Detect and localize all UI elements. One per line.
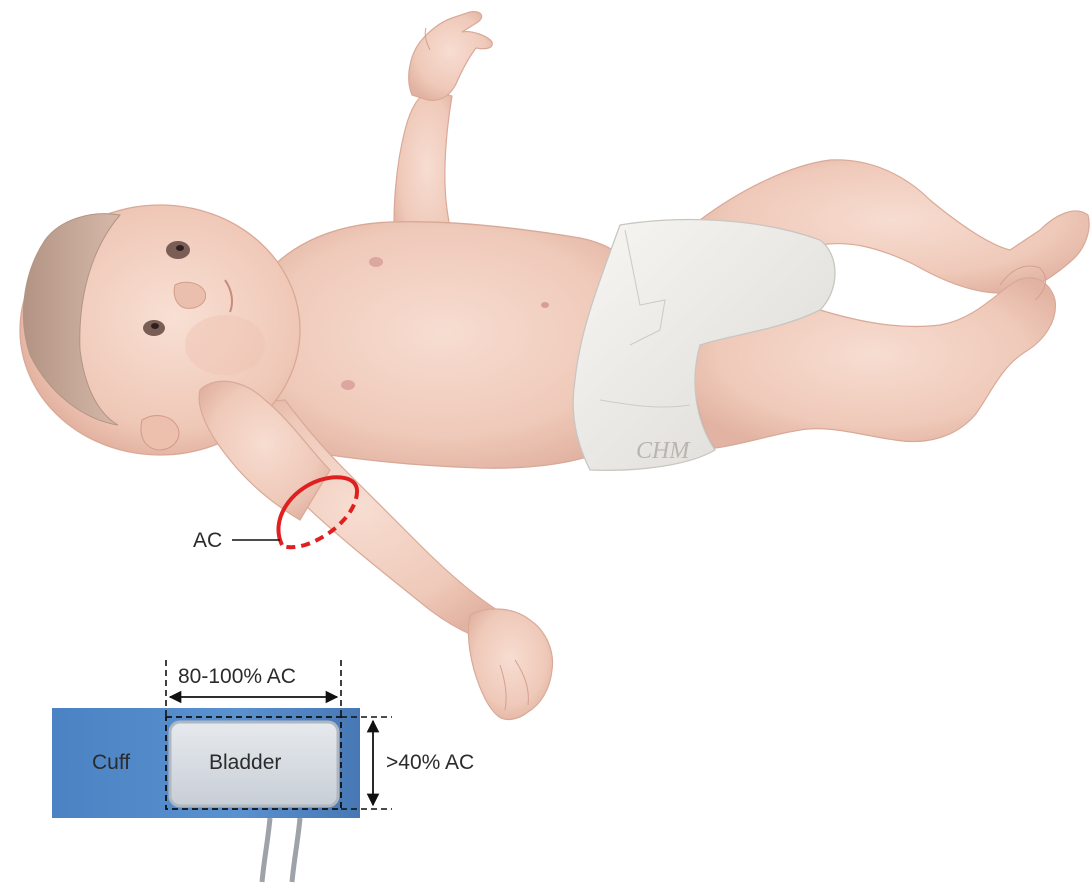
cuff-diagram: Cuff Bladder 80-100% AC >40% AC	[52, 660, 474, 882]
cuff-tube-left	[262, 818, 270, 882]
nose	[174, 282, 205, 308]
infant-illustration: CHM	[20, 12, 1089, 720]
chest-mark-lower	[341, 380, 355, 390]
ac-label: AC	[193, 529, 222, 552]
ac-callout: AC	[193, 529, 280, 552]
width-measure-label: 80-100% AC	[178, 665, 296, 688]
cuff-tube-right	[292, 818, 300, 882]
bladder-label: Bladder	[209, 751, 281, 774]
chest-mark-upper	[369, 257, 383, 267]
height-measure-label: >40% AC	[386, 751, 474, 774]
artist-signature: CHM	[636, 438, 691, 464]
cuff-label: Cuff	[92, 751, 130, 774]
navel	[541, 302, 549, 308]
